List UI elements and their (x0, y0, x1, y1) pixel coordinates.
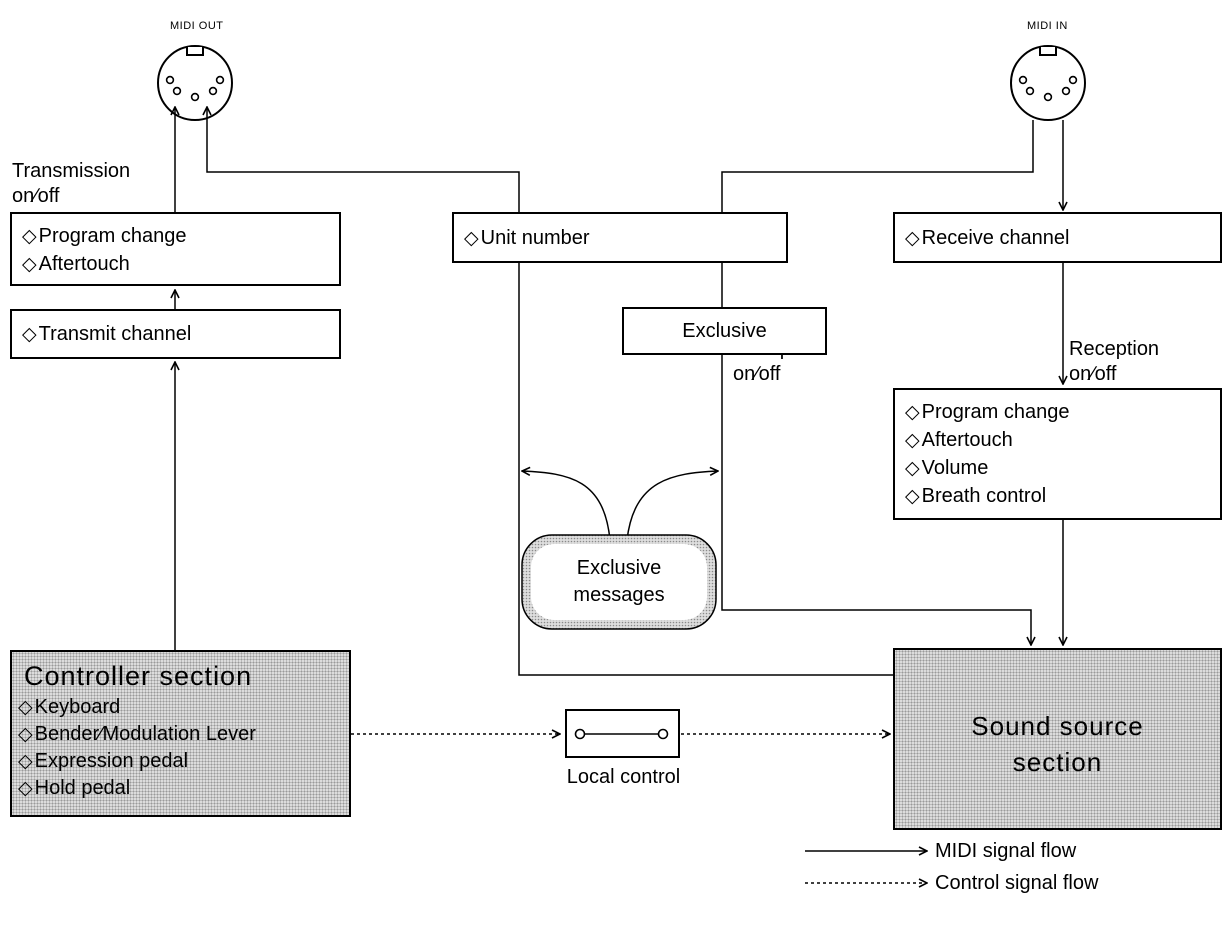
controller-item-expression-pedal: ◇Expression pedal (18, 748, 188, 775)
diamond-bullet-icon: ◇ (18, 750, 33, 772)
unit-number-item: ◇Unit number (464, 224, 590, 252)
midi-in-to-unit-number-wire (721, 120, 1034, 212)
local-control-label: Local control (566, 766, 681, 788)
exclusive-messages-bubble-fill (531, 544, 707, 620)
receive-channel-label: Receive channel (921, 227, 1070, 249)
rx-reception-label-line1: Reception (1069, 338, 1160, 360)
rx-filter-item-breath-control: ◇Breath control (905, 482, 1046, 510)
diamond-bullet-icon: ◇ (18, 777, 33, 799)
tx-filter-box: ◇Program change ◇Aftertouch (10, 212, 341, 286)
receive-channel-box: ◇Receive channel (893, 212, 1222, 263)
unit-number-to-sound-source-wire (518, 263, 893, 676)
transmit-channel-item: ◇Transmit channel (22, 320, 191, 348)
sound-source-section-box: Sound source section (893, 648, 1222, 830)
tx-filter-item-program-change: ◇Program change (22, 222, 187, 250)
controller-item-hold-pedal: ◇Hold pedal (18, 775, 130, 802)
controller-section-box: Controller section ◇Keyboard ◇Bender∕Mod… (10, 650, 351, 817)
legend-control-label: Control signal flow (935, 872, 1099, 894)
exclusive-messages-in-arrow (626, 471, 718, 541)
exclusive-label: Exclusive (682, 320, 767, 342)
receive-channel-item: ◇Receive channel (905, 224, 1070, 252)
diamond-bullet-icon: ◇ (22, 225, 37, 247)
unit-number-label: Unit number (480, 227, 590, 249)
exclusive-messages-line2: messages (573, 584, 665, 606)
local-control-switch-icon (565, 709, 680, 758)
transmit-channel-label: Transmit channel (38, 323, 192, 345)
diamond-bullet-icon: ◇ (22, 323, 37, 345)
midi-out-label: MIDI OUT (170, 20, 224, 32)
transmission-label-line2: on∕off (12, 185, 60, 207)
unit-number-to-midi-out-wire (207, 107, 520, 212)
diamond-bullet-icon: ◇ (18, 723, 33, 745)
transmit-channel-box: ◇Transmit channel (10, 309, 341, 359)
tx-filter-item-aftertouch: ◇Aftertouch (22, 250, 130, 278)
rx-filter-item-label: Volume (921, 457, 989, 479)
sound-source-title-line1: Sound source (971, 711, 1144, 741)
midi-out-connector-icon (157, 45, 233, 121)
rx-filter-item-volume: ◇Volume (905, 454, 988, 482)
tx-filter-item-label: Program change (38, 225, 187, 247)
rx-filter-item-aftertouch: ◇Aftertouch (905, 426, 1013, 454)
unit-number-box: ◇Unit number (452, 212, 788, 263)
midi-in-connector-icon (1010, 45, 1086, 121)
rx-filter-item-label: Program change (921, 401, 1070, 423)
exclusive-reception-label-line2: on∕off (733, 363, 781, 385)
diamond-bullet-icon: ◇ (18, 696, 33, 718)
controller-item-label: Hold pedal (34, 777, 131, 799)
diamond-bullet-icon: ◇ (905, 429, 920, 451)
rx-filter-item-label: Breath control (921, 485, 1047, 507)
midi-in-label: MIDI IN (1027, 20, 1068, 32)
diamond-bullet-icon: ◇ (22, 253, 37, 275)
controller-item-bender: ◇Bender∕Modulation Lever (18, 721, 256, 748)
rx-filter-box: ◇Program change ◇Aftertouch ◇Volume ◇Bre… (893, 388, 1222, 520)
exclusive-box: Exclusive (622, 307, 827, 355)
exclusive-to-sound-source-wire (721, 355, 1031, 645)
diamond-bullet-icon: ◇ (905, 485, 920, 507)
diamond-bullet-icon: ◇ (905, 401, 920, 423)
legend-midi-label: MIDI signal flow (935, 840, 1077, 862)
rx-filter-item-label: Aftertouch (921, 429, 1013, 451)
diamond-bullet-icon: ◇ (905, 457, 920, 479)
diamond-bullet-icon: ◇ (464, 227, 479, 249)
transmission-label-line1: Transmission (12, 160, 131, 182)
controller-item-label: Keyboard (34, 696, 121, 718)
diamond-bullet-icon: ◇ (905, 227, 920, 249)
controller-section-title: Controller section (24, 661, 253, 691)
exclusive-messages-out-arrow (522, 471, 611, 541)
rx-reception-label-line2: on∕off (1069, 363, 1117, 385)
controller-item-label: Bender∕Modulation Lever (34, 723, 256, 745)
sound-source-title-line2: section (1012, 747, 1103, 777)
exclusive-messages-line1: Exclusive (576, 557, 662, 579)
controller-item-label: Expression pedal (34, 750, 189, 772)
rx-filter-item-program-change: ◇Program change (905, 398, 1070, 426)
tx-filter-item-label: Aftertouch (38, 253, 130, 275)
controller-item-keyboard: ◇Keyboard (18, 694, 120, 721)
